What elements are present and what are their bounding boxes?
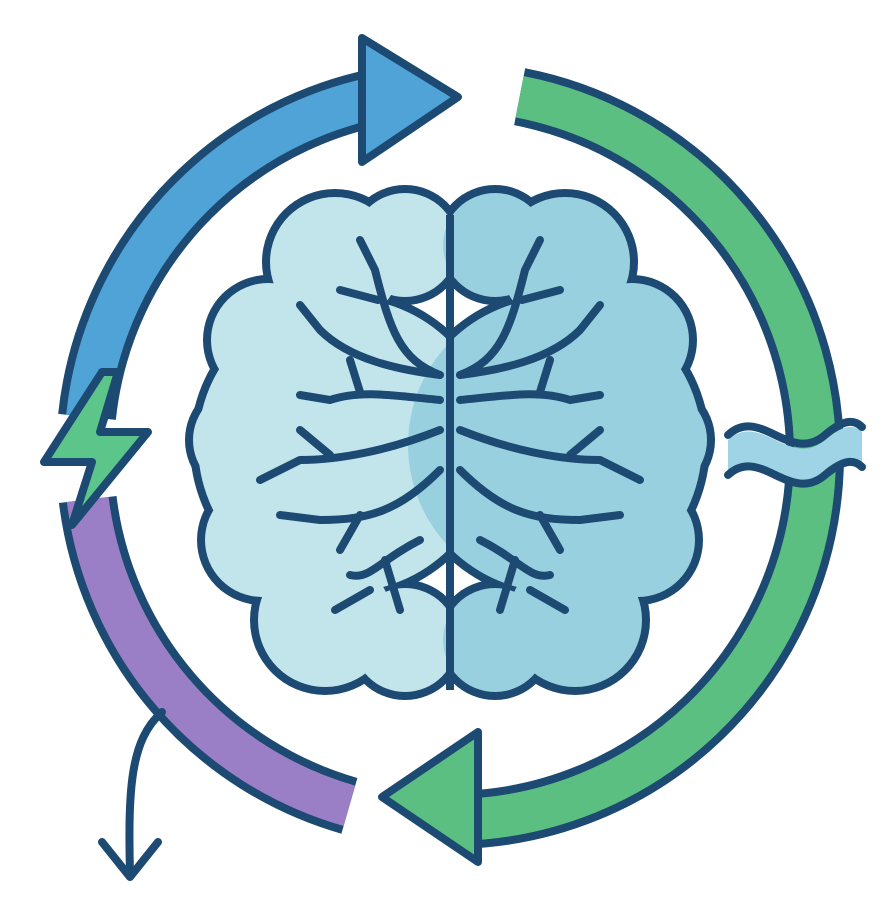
brain-branch	[276, 466, 444, 554]
brain-right-lobe	[443, 588, 547, 692]
blue-arrowhead	[358, 34, 462, 166]
brain-icon	[185, 185, 715, 700]
brain-branch	[256, 426, 444, 484]
brain-right-lobe	[575, 283, 689, 397]
blue-arrow-band	[66, 71, 415, 420]
brain-left-lobe	[353, 588, 457, 692]
wave-icon	[724, 417, 866, 488]
brain-right-lobe	[523, 393, 677, 547]
down-arrow-head	[98, 838, 162, 881]
brain-branch	[331, 536, 424, 614]
lightning-icon	[40, 368, 152, 529]
brain-branch	[456, 356, 604, 404]
down-arrow-stem	[125, 708, 166, 879]
brain-branch	[476, 536, 569, 614]
wave-line-top	[724, 417, 866, 448]
brain-branch	[296, 356, 444, 404]
green-arrowhead	[378, 728, 482, 866]
brain-branch	[456, 426, 644, 484]
brain-branch	[296, 301, 444, 379]
wave-line-bottom	[724, 457, 866, 488]
down-arrow-icon	[98, 708, 166, 881]
brain-left-lobe	[353, 193, 457, 297]
purple-arrow-band	[66, 496, 356, 827]
brain-left-lobe	[223, 393, 377, 547]
brain-left-lobe	[211, 283, 325, 397]
brain-branch	[456, 466, 624, 554]
brain-branch	[456, 301, 604, 379]
brain-right-lobe	[443, 193, 547, 297]
